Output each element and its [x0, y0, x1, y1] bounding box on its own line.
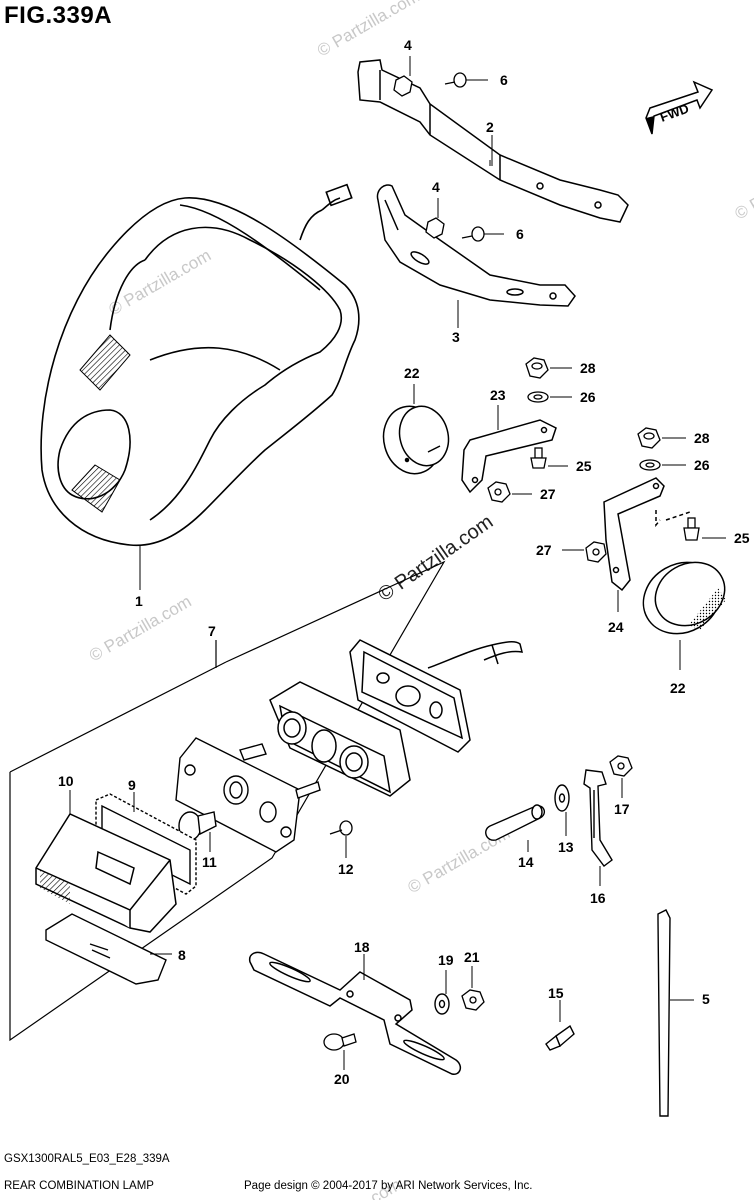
callout-28a: 28	[580, 360, 596, 376]
callout-26b: 26	[694, 457, 710, 473]
callout-21: 21	[464, 949, 480, 965]
screw-6-lower	[461, 226, 504, 242]
callout-4b: 4	[432, 179, 440, 195]
fwd-arrow: FWD	[645, 80, 714, 135]
collar-14	[485, 804, 546, 852]
lens-10	[35, 790, 177, 933]
nut-27-right	[562, 541, 607, 563]
lamp-gasket-plate	[349, 639, 524, 753]
reflector-22-right	[642, 561, 726, 670]
callout-16: 16	[590, 890, 606, 906]
callout-11: 11	[202, 854, 217, 870]
figure-code: GSX1300RAL5_E03_E28_339A	[4, 1153, 170, 1165]
nut-17	[609, 755, 633, 798]
assembly-box-7	[9, 560, 446, 1042]
callout-19: 19	[438, 952, 454, 968]
nut-21	[461, 966, 485, 1011]
copyright-notice: Page design © 2004-2017 by ARI Network S…	[244, 1180, 533, 1192]
callout-2: 2	[486, 119, 494, 135]
callout-24: 24	[608, 619, 624, 635]
bulb-11	[178, 811, 217, 852]
bracket-upper	[357, 59, 629, 223]
bracket-16	[583, 769, 613, 886]
callout-12: 12	[338, 861, 354, 877]
callout-10: 10	[58, 773, 74, 789]
screw-12	[329, 820, 353, 858]
callout-22a: 22	[404, 365, 420, 381]
figure-title: FIG.339A	[4, 2, 113, 29]
plate-8	[45, 913, 172, 985]
callout-7: 7	[208, 623, 216, 639]
bracket-lower	[376, 184, 576, 307]
bracket-24	[603, 477, 691, 612]
watermark-center: © Partzilla.com	[374, 511, 497, 606]
socket-board	[175, 737, 321, 853]
callout-5: 5	[702, 991, 710, 1007]
callout-20: 20	[334, 1071, 350, 1087]
bracket-18	[248, 951, 462, 1075]
washer-26-right	[639, 459, 686, 471]
watermark: © Partzilla.com	[731, 150, 754, 224]
callout-25a: 25	[576, 458, 592, 474]
washer-26-left	[527, 391, 572, 403]
callout-15: 15	[548, 985, 564, 1001]
nut-28-right	[637, 427, 686, 449]
screw-20	[323, 1033, 357, 1070]
bolt-4-upper	[393, 56, 413, 97]
screw-6-upper	[444, 72, 488, 88]
callout-22b: 22	[670, 680, 686, 696]
callout-6a: 6	[500, 72, 508, 88]
callout-6b: 6	[516, 226, 524, 242]
callout-9: 9	[128, 777, 136, 793]
bracket-23	[461, 405, 557, 494]
callout-14: 14	[518, 854, 534, 870]
callout-4a: 4	[404, 37, 412, 53]
callout-18: 18	[354, 939, 370, 955]
callout-13: 13	[558, 839, 574, 855]
callout-3: 3	[452, 329, 460, 345]
watermark: © Partzilla.com	[106, 246, 215, 320]
screw-25-right	[683, 517, 726, 541]
callout-26a: 26	[580, 389, 596, 405]
nut-28-left	[525, 357, 572, 379]
callout-8: 8	[178, 947, 186, 963]
washer-19	[434, 970, 450, 1015]
bolt-4-lower	[425, 198, 445, 239]
figure-caption: REAR COMBINATION LAMP	[4, 1180, 154, 1192]
tail-lamp-lens	[40, 183, 360, 590]
washer-13	[554, 784, 570, 836]
callout-1: 1	[135, 593, 143, 609]
callout-17: 17	[614, 801, 630, 817]
callout-27b: 27	[536, 542, 552, 558]
screw-25-left	[530, 447, 568, 469]
callout-28b: 28	[694, 430, 710, 446]
lamp-housing	[269, 681, 411, 797]
callout-25b: 25	[734, 530, 750, 546]
nut-27-left	[487, 481, 532, 503]
callout-23: 23	[490, 387, 506, 403]
callout-27a: 27	[540, 486, 556, 502]
cable-tie-5	[657, 909, 694, 1117]
reflector-22-left	[382, 384, 450, 475]
clip-15	[545, 1000, 575, 1051]
